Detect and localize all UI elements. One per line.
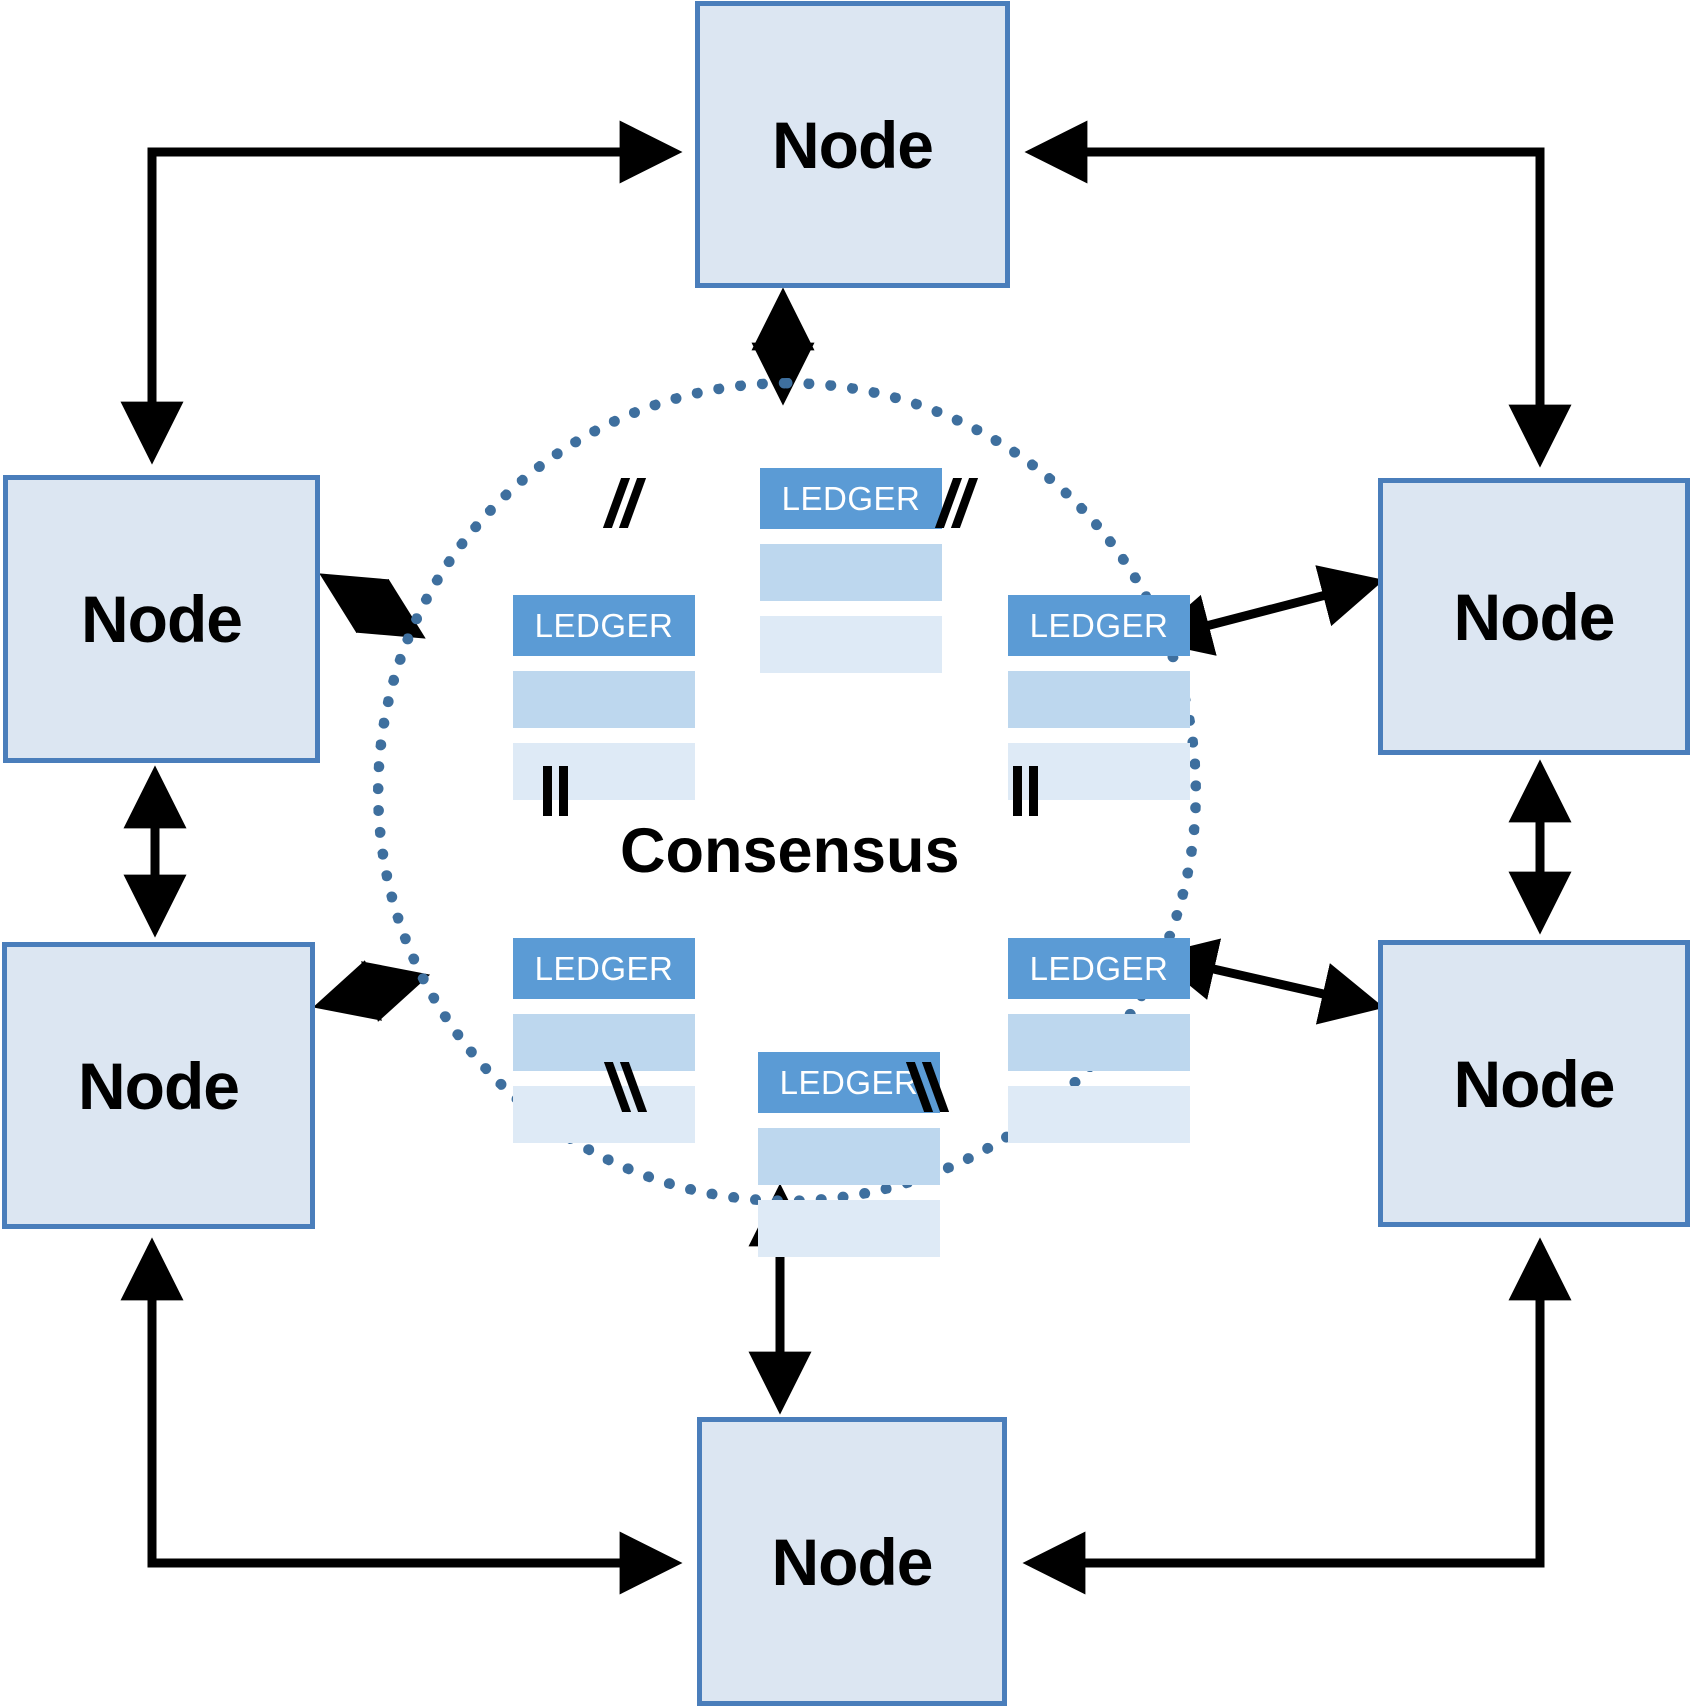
arrow-left-lower-consensus — [312, 960, 431, 1022]
consensus-label: Consensus — [620, 816, 960, 886]
arrow-right-upper-consensus — [1147, 565, 1385, 656]
ledger-row-2 — [760, 616, 942, 673]
arrow-left-upper-consensus — [319, 573, 426, 639]
ledger-label: LEDGER — [1029, 606, 1169, 644]
equals-icon-middle-right — [1005, 766, 1045, 816]
ledger-row-1 — [758, 1128, 940, 1185]
ledger-header: LEDGER — [1008, 595, 1190, 656]
node-right-lower-label: Node — [1453, 1046, 1616, 1121]
ledger-header: LEDGER — [513, 938, 695, 999]
ledger-label: LEDGER — [534, 606, 674, 644]
equals-icon-bottom-left — [603, 1062, 648, 1112]
equals-icon-top-left — [602, 478, 647, 528]
ledger-row-2 — [1008, 1086, 1190, 1143]
node-left-upper-label: Node — [81, 582, 243, 656]
equals-icon-middle-left — [535, 766, 575, 816]
ledger-row-1 — [513, 671, 695, 728]
ledger-card-left-lower[interactable]: LEDGER — [513, 938, 695, 1143]
node-left-lower-label: Node — [78, 1048, 240, 1123]
arrow-right-lower-to-bottom — [1022, 1246, 1545, 1595]
ledger-row-1 — [513, 1014, 695, 1071]
ledger-row-1 — [1008, 1014, 1190, 1071]
ledger-row-2 — [1008, 743, 1190, 800]
node-bottom[interactable]: Node — [697, 1417, 1007, 1706]
ledger-label: LEDGER — [781, 479, 921, 517]
ledger-card-right-lower[interactable]: LEDGER — [1008, 938, 1190, 1143]
node-right-lower[interactable]: Node — [1378, 940, 1690, 1227]
ledger-row-1 — [760, 544, 942, 601]
equals-icon-bottom-right — [905, 1062, 950, 1112]
ledger-label: LEDGER — [779, 1063, 919, 1101]
ledger-card-bottom[interactable]: LEDGER — [758, 1052, 940, 1257]
node-right-upper-label: Node — [1453, 579, 1616, 654]
node-left-lower[interactable]: Node — [2, 942, 315, 1229]
ledger-card-top[interactable]: LEDGER — [760, 468, 942, 673]
ledger-card-right-upper[interactable]: LEDGER — [1008, 595, 1190, 800]
ledger-card-left-upper[interactable]: LEDGER — [513, 595, 695, 800]
node-right-upper[interactable]: Node — [1378, 478, 1690, 755]
equals-icon-top-right — [934, 478, 979, 528]
ledger-header: LEDGER — [1008, 938, 1190, 999]
ledger-header: LEDGER — [513, 595, 695, 656]
ledger-row-2 — [758, 1200, 940, 1257]
arrow-left-upper-to-top — [147, 120, 683, 430]
arrow-left-lower-to-bottom — [147, 1246, 683, 1595]
node-left-upper[interactable]: Node — [3, 475, 320, 763]
node-bottom-label: Node — [771, 1524, 934, 1599]
node-top[interactable]: Node — [695, 1, 1010, 288]
ledger-header: LEDGER — [760, 468, 942, 529]
ledger-label: LEDGER — [534, 949, 674, 987]
ledger-row-1 — [1008, 671, 1190, 728]
node-top-label: Node — [772, 107, 934, 182]
ledger-row-2 — [513, 1086, 695, 1143]
arrow-right-lower-consensus — [1152, 938, 1385, 1025]
ledger-label: LEDGER — [1029, 949, 1169, 987]
arrow-right-upper-to-top — [1024, 120, 1545, 430]
